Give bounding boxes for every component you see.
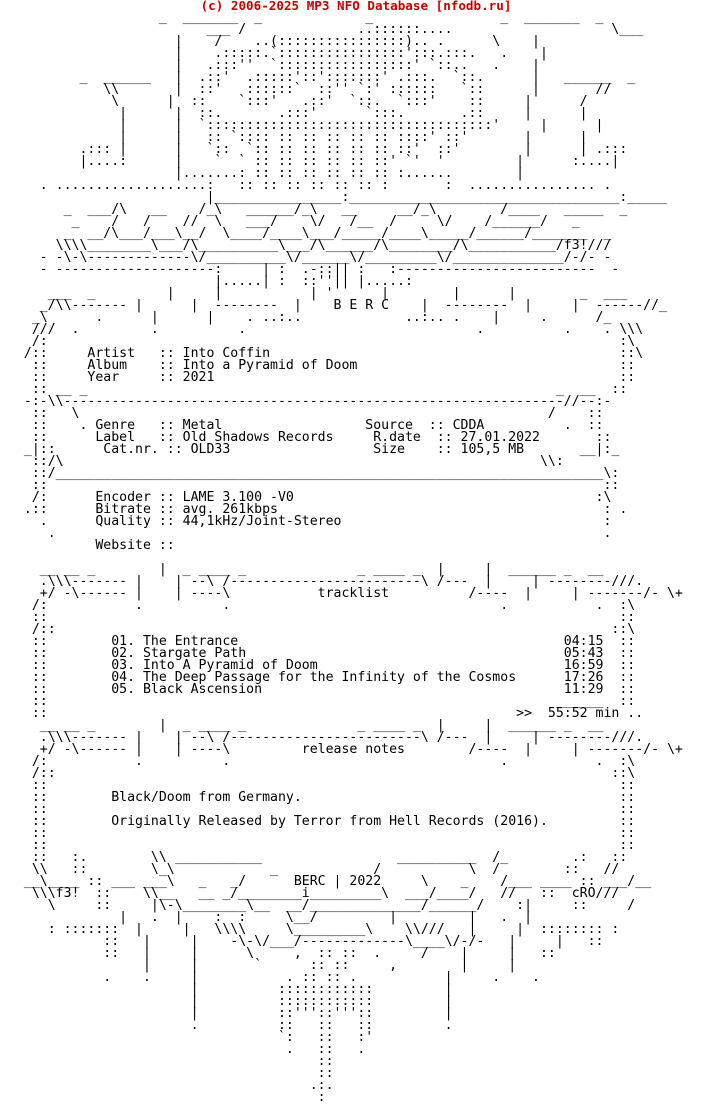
nfo-line: :: | | -\-\/___/-------------\____\/-/- … bbox=[8, 934, 604, 949]
nfo-line: | | `:::::::::::::::::::::::::::::::::::… bbox=[8, 118, 604, 133]
nfo-line: .::: | | `:: `:: :: :: :: :: :: ::' ::' … bbox=[8, 142, 628, 157]
nfo-line: | | ` :: :: , | | bbox=[8, 958, 517, 973]
nfo-line: :: Year :: 2021 :: bbox=[8, 370, 636, 385]
nfo-line: .:: Bitrate :: avg. 261kbps : . bbox=[8, 502, 628, 517]
nfo-line: __ __ _ | _ ____ _ _ ____ _ | | ______ _… bbox=[8, 562, 604, 577]
nfo-line: /:: ::\ bbox=[8, 622, 636, 637]
nfo-line: - --------------------: | : .-::|| : :--… bbox=[8, 262, 620, 277]
nfo-page: (c) 2006-2025 MP3 NFO Database [nfodb.ru… bbox=[24, 0, 683, 1104]
nfo-line: |....: | ` ` :: :: :: :: :: ::' `' ' | :… bbox=[8, 154, 620, 169]
nfo-line: . . bbox=[8, 526, 612, 541]
nfo-line: :: Black/Doom from Germany. :: bbox=[8, 790, 636, 805]
nfo-line: _ ___/\ __ /_\ ______/_\ __ __/_\ /____ … bbox=[8, 202, 628, 217]
nfo-line: :: 04. The Deep Passage for the Infinity… bbox=[8, 670, 636, 685]
nfo-line: :: 01. The Entrance 04:15 :: bbox=[8, 634, 636, 649]
nfo-line: . . | . :: :: . | . . bbox=[8, 970, 540, 985]
nfo-line: _ / / // \ ___/ \/ /__ / \/ /______/ _ bbox=[8, 214, 580, 229]
nfo-line: `: :: :' bbox=[8, 1030, 374, 1045]
nfo-line: ___ / ..::::::.... \___ bbox=[8, 22, 644, 37]
nfo-line: . :: :: :: . bbox=[8, 1018, 453, 1033]
nfo-line: | :::::::::::: | bbox=[8, 994, 453, 1009]
nfo-line: .\\\------- | | --\ /-------------------… bbox=[8, 730, 644, 745]
nfo-line: :: :: bbox=[8, 478, 620, 493]
nfo-line: .\\\------- | | --\ /-------------------… bbox=[8, 574, 644, 589]
nfo-line: __ __ _ | _ ____ _ _ ____ _ | | ______ _… bbox=[8, 718, 604, 733]
nfo-line: |.......: :: :: :: :: :: :: :...... | bbox=[8, 166, 525, 181]
nfo-line: - -\-\-------------\/__________\/______\… bbox=[8, 250, 612, 265]
nfo-line: _ _______ _ _ _ _______ _ bbox=[8, 10, 604, 25]
nfo-line: . ...................: :: :: :: :: :: ::… bbox=[8, 178, 612, 193]
nfo-line: :: :: bbox=[8, 610, 636, 625]
nfo-line: :: >> 55:52 min .. bbox=[8, 706, 644, 721]
nfo-line: /: Encoder :: LAME 3.100 -V0 :\ bbox=[8, 490, 612, 505]
nfo-line: /: :\ bbox=[8, 334, 636, 349]
nfo-line: :: :: bbox=[8, 778, 636, 793]
nfo-line: :: ______ :: bbox=[8, 694, 636, 709]
nfo-line: _/\\------- | | -------- | B E R C | ---… bbox=[8, 298, 667, 313]
nfo-line: :: bbox=[8, 1054, 334, 1069]
nfo-line: \ | :: `:::' .::' `::. `:::' :: | / bbox=[8, 94, 588, 109]
nfo-line: | | ::. .:::' `:::. .:: | | bbox=[8, 106, 588, 121]
nfo-line: :: Album :: Into a Pyramid of Doom :: bbox=[8, 358, 636, 373]
nfo-line: . :: . bbox=[8, 1042, 366, 1057]
nfo-line: :: \ / :: bbox=[8, 406, 604, 421]
nfo-line: \\\\________\___/\__________\___/\______… bbox=[8, 238, 612, 253]
nfo-line: :: :: bbox=[8, 826, 636, 841]
nfo-line: _\ . | | . ..:.. ..:.. . | . /_ bbox=[8, 310, 612, 325]
nfo-line: :: :: bbox=[8, 802, 636, 817]
nfo-line: :: __ _ _ __ :: bbox=[8, 382, 628, 397]
nfo-line: :: 02. Stargate Path 05:43 :: bbox=[8, 646, 636, 661]
nfo-line: | . | : : \__/ | | . | bbox=[8, 910, 533, 925]
nfo-line: +/ -\------ | | ----\ tracklist /---- | … bbox=[8, 586, 683, 601]
nfo-line: :: Label :: Old Shadows Records R.date :… bbox=[8, 430, 612, 445]
nfo-line: \ :: |\-\________\__ __/______________/_… bbox=[8, 898, 636, 913]
nfo-line: | | :: `:::: :: :: :: :: :: ::::' ::' | … bbox=[8, 130, 588, 145]
nfo-line: | .:::'' `:::::::::::::::::' `::.. . | bbox=[8, 58, 540, 73]
nfo-line: \\\f3! :: \\__ __ _/________i_________\ … bbox=[8, 886, 620, 901]
nfo-line: :: 05. Black Ascension 11:29 :: bbox=[8, 682, 636, 697]
nfo-line: |________________:______________________… bbox=[8, 190, 667, 205]
nfo-line: ::/_____________________________________… bbox=[8, 466, 620, 481]
nfo-line: ___ _ | | | ' | | | _ ___ bbox=[8, 286, 628, 301]
nfo-line: _ ______ | .::' .:::::'::':::::::' .:::.… bbox=[8, 70, 636, 85]
nfo-line: :: :: bbox=[8, 838, 636, 853]
nfo-line: :: :. \\ ___________ __________ /_ .: :: bbox=[8, 850, 628, 865]
nfo-line: | .:::::.`::::::::::::::::':::.:::. . | bbox=[8, 46, 548, 61]
nfo-line: -:-\\-----------------------------------… bbox=[8, 394, 612, 409]
nfo-line: :: . Genre :: Metal Source :: CDDA . :: bbox=[8, 418, 604, 433]
nfo-line: /:: Artist :: Into Coffin ::\ bbox=[8, 346, 644, 361]
nfo-line: :: 03. Into A Pyramid of Doom 16:59 :: bbox=[8, 658, 636, 673]
nfodb-credit-header: (c) 2006-2025 MP3 NFO Database [nfodb.ru… bbox=[200, 0, 512, 13]
nfo-line: /:: ::\ bbox=[8, 766, 636, 781]
nfo-line: :: Originally Released by Terror from He… bbox=[8, 814, 636, 829]
nfo-line: | ::'''::''':: | bbox=[8, 1006, 453, 1021]
nfo-ascii-art: _ _______ _ _ _ _______ _ ___ / ..::::::… bbox=[8, 10, 683, 1105]
nfo-line: | / ..(::::::::::::::::).. . \ | bbox=[8, 34, 540, 49]
nfo-line: /// . . . . . . \\\ bbox=[8, 322, 644, 337]
nfo-line: _|:: Cat.nr. :: OLD33 Size :: 105,5 MB _… bbox=[8, 442, 620, 457]
nfo-line: :: | | \ , :: :: . / | | :: bbox=[8, 946, 556, 961]
nfo-line: ::/\ \\: bbox=[8, 454, 564, 469]
nfo-line: : bbox=[8, 1090, 326, 1105]
nfo-line: \\ | ::' ::::::` ::'' `:' :::::: `:: | /… bbox=[8, 82, 612, 97]
nfo-line: _ __/\___/___\__/ \____/____\___/_____/_… bbox=[8, 226, 612, 241]
nfo-line: __\____ :: ___ ___\ _ _/ BERC | 2022 \ _… bbox=[8, 874, 652, 889]
nfo-line: \\ :: \_\ _ / \ / :: // bbox=[8, 862, 620, 877]
nfo-line: +/ -\------ | | ----\ release notes /---… bbox=[8, 742, 683, 757]
nfo-line: : ::::::: | | \\\\ \_________\ \\/// | |… bbox=[8, 922, 620, 937]
nfo-line: | :::::::::::: | bbox=[8, 982, 453, 997]
nfo-line: Website :: bbox=[8, 538, 175, 553]
nfo-line: /: . . . . :\ bbox=[8, 598, 636, 613]
nfo-line: /: . . . . :\ bbox=[8, 754, 636, 769]
nfo-line: |.....| : ::''|| |.....: bbox=[8, 274, 413, 289]
nfo-line: . Quality :: 44,1kHz/Joint-Stereo : bbox=[8, 514, 612, 529]
nfo-line: :: bbox=[8, 1066, 334, 1081]
